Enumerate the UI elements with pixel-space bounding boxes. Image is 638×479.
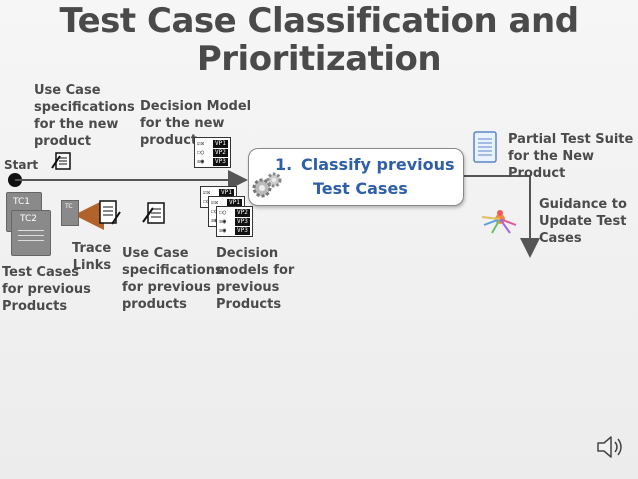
use-case-prev-label: Use Case specifications for previous pro… (122, 246, 223, 312)
decision-model-new-label: Decision Model for the new product (140, 99, 252, 148)
vp-row: ☒◉VP3 (197, 157, 228, 166)
vp-row: ☐○VP2 (197, 148, 228, 157)
trace-document-icon (96, 198, 122, 228)
step-text-1: Classify previous (301, 155, 455, 174)
decision-prev-label: Decision models for previous Products (216, 246, 295, 312)
guidance-label: Guidance to Update Test Cases (539, 197, 627, 246)
vp-row: ☑☒VP1 (197, 139, 228, 148)
title-line-2: Prioritization (196, 39, 442, 79)
test-case-card-small: TC (61, 200, 79, 226)
partial-suite-label: Partial Test Suite for the New Product (508, 132, 634, 181)
step-number: 1. (275, 155, 293, 174)
test-case-card: TC2 (11, 210, 51, 256)
start-label: Start (4, 158, 39, 172)
output-arrow (463, 175, 540, 258)
test-cases-prev-label: Test Cases for previous Products (2, 265, 91, 314)
step-classify-box: 1. Classify previous Test Cases (248, 148, 464, 206)
page-title: Test Case Classification and Prioritizat… (0, 2, 638, 78)
step-text-2: Test Cases (313, 179, 408, 198)
document-edit-icon (140, 200, 168, 228)
document-icon (472, 130, 498, 164)
vp-card-prev: ☐○VP2 ☒◉VP3 ☒◉VP3 (216, 206, 253, 237)
document-edit-icon (50, 150, 74, 172)
title-line-1: Test Case Classification and (59, 1, 579, 41)
speaker-icon[interactable] (594, 432, 628, 462)
guidance-graphic-icon (478, 205, 522, 237)
trace-links-label: Trace Links (72, 241, 112, 273)
gears-icon (250, 170, 284, 200)
use-case-new-label: Use Case specifications for the new prod… (34, 83, 135, 149)
vp-card-new: ☑☒VP1 ☐○VP2 ☒◉VP3 (194, 137, 231, 168)
